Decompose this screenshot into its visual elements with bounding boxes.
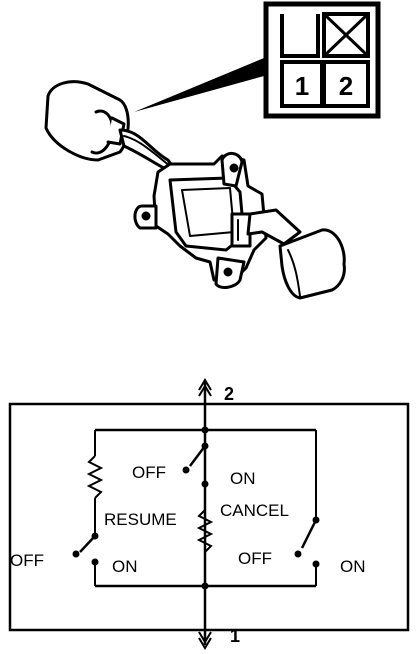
switch-housing-box bbox=[8, 402, 410, 632]
switch-assembly-illustration bbox=[44, 80, 346, 300]
left-on-contact bbox=[91, 558, 99, 566]
resume-switch-blade bbox=[189, 445, 206, 467]
left-switch-pivot bbox=[91, 532, 99, 540]
schematic bbox=[8, 378, 410, 650]
contact-dots bbox=[72, 426, 320, 590]
right-on-label: ON bbox=[340, 557, 366, 576]
left-off-contact bbox=[72, 550, 80, 558]
right-switch-pivot bbox=[312, 516, 320, 524]
connector-blank-cavity bbox=[322, 12, 370, 58]
connector-pin-2-label: 2 bbox=[339, 71, 353, 101]
resume-off-label: OFF bbox=[132, 463, 166, 482]
center-resistor bbox=[196, 509, 214, 553]
lever-knob bbox=[278, 228, 346, 300]
terminal-2-label: 2 bbox=[224, 384, 234, 404]
right-off-label: OFF bbox=[238, 549, 272, 568]
resume-on-label: ON bbox=[230, 469, 256, 488]
terminal-2-arrow-b bbox=[198, 384, 212, 397]
right-off-contact bbox=[294, 550, 302, 558]
resume-off-contact bbox=[182, 466, 190, 474]
right-on-contact bbox=[312, 560, 320, 568]
terminal-2-arrow-a bbox=[198, 378, 212, 391]
junction-bottom bbox=[201, 582, 209, 590]
connector-face-icon bbox=[263, 1, 381, 119]
resume-on-contact bbox=[201, 480, 209, 488]
left-on-label: ON bbox=[112, 557, 138, 576]
connector-blank-cross-b bbox=[322, 12, 370, 58]
mount-hole-left bbox=[141, 211, 151, 221]
connector-pin-1-label: 1 bbox=[295, 71, 309, 101]
knob-edge bbox=[287, 249, 301, 297]
mount-hole-bottom bbox=[223, 267, 233, 277]
wire-line bbox=[123, 135, 171, 167]
left-resistor bbox=[86, 455, 104, 499]
connector-pin-2-cavity bbox=[322, 60, 370, 108]
cancel-label: CANCEL bbox=[220, 501, 289, 520]
connector-frame bbox=[263, 1, 381, 119]
terminal-1-arrow-a bbox=[198, 631, 212, 644]
junction-top bbox=[201, 426, 209, 434]
terminal-1-arrow-b bbox=[198, 637, 212, 650]
connector-key-outline bbox=[280, 14, 320, 58]
mount-hole-top bbox=[229, 163, 239, 173]
terminal-1-label: 1 bbox=[230, 626, 240, 646]
callout-pointer bbox=[134, 58, 264, 112]
right-switch-blade bbox=[300, 519, 318, 549]
resume-label: RESUME bbox=[104, 510, 177, 529]
left-switch-blade bbox=[79, 535, 96, 553]
resume-pivot bbox=[201, 442, 209, 450]
left-off-label: OFF bbox=[10, 551, 44, 570]
